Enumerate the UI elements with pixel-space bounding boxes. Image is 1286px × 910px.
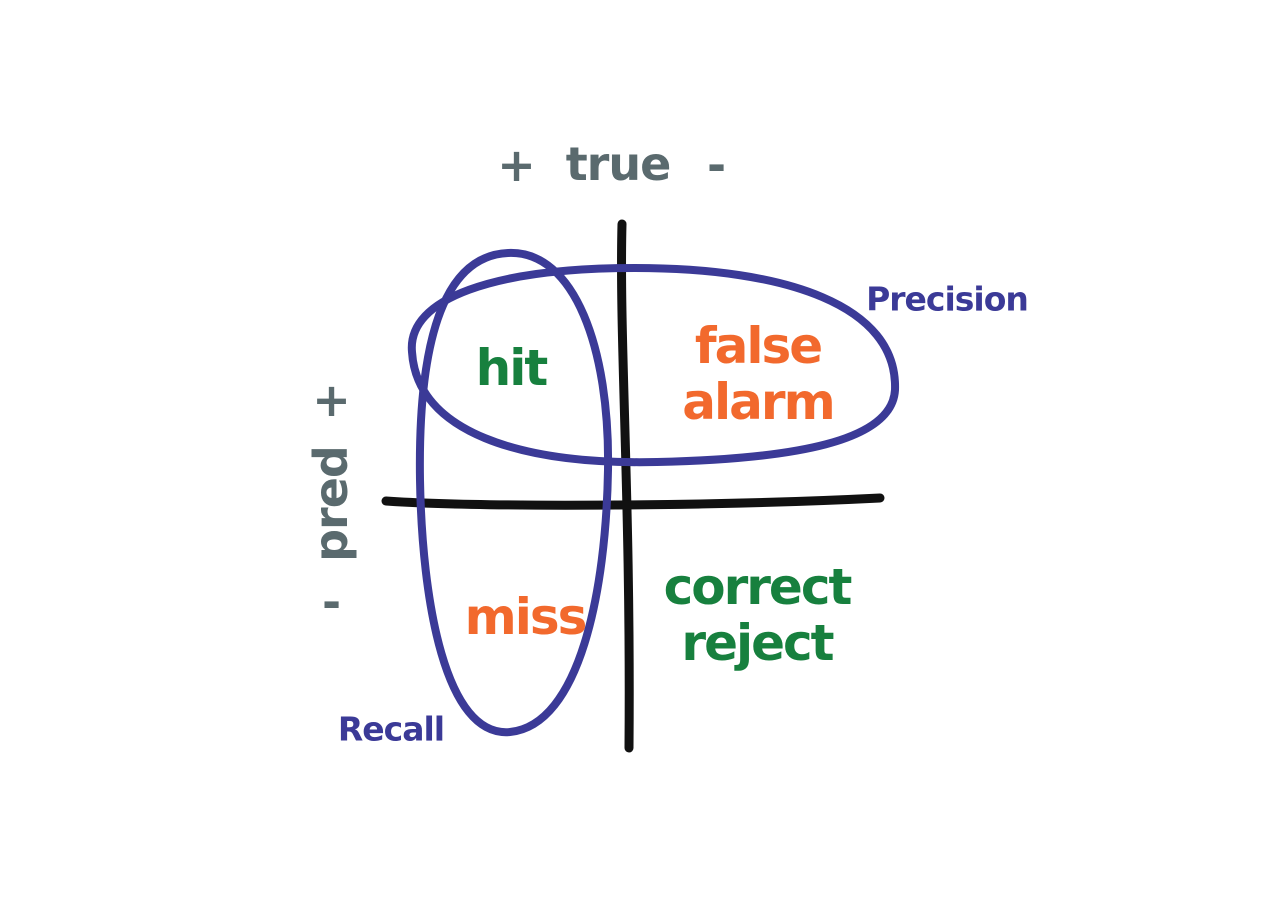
precision-ellipse xyxy=(407,263,900,467)
pred-axis-plus: + xyxy=(312,373,351,428)
quadrant-correct-reject-label: correct reject xyxy=(663,558,853,672)
pred-axis-line xyxy=(381,493,885,510)
quadrant-miss-label: miss xyxy=(464,588,588,646)
pred-axis-label: pred xyxy=(304,446,359,562)
quadrant-false-alarm-label: false alarm xyxy=(682,317,835,431)
true-axis-label: true xyxy=(565,137,672,192)
true-axis-line xyxy=(617,219,634,753)
recall-label: Recall xyxy=(337,709,445,749)
pred-axis-minus: - xyxy=(321,575,341,630)
true-axis-plus: + xyxy=(497,138,536,193)
precision-label: Precision xyxy=(866,279,1029,319)
recall-ellipse xyxy=(415,248,613,737)
true-axis-minus: - xyxy=(706,138,726,193)
quadrant-hit-label: hit xyxy=(475,339,549,397)
